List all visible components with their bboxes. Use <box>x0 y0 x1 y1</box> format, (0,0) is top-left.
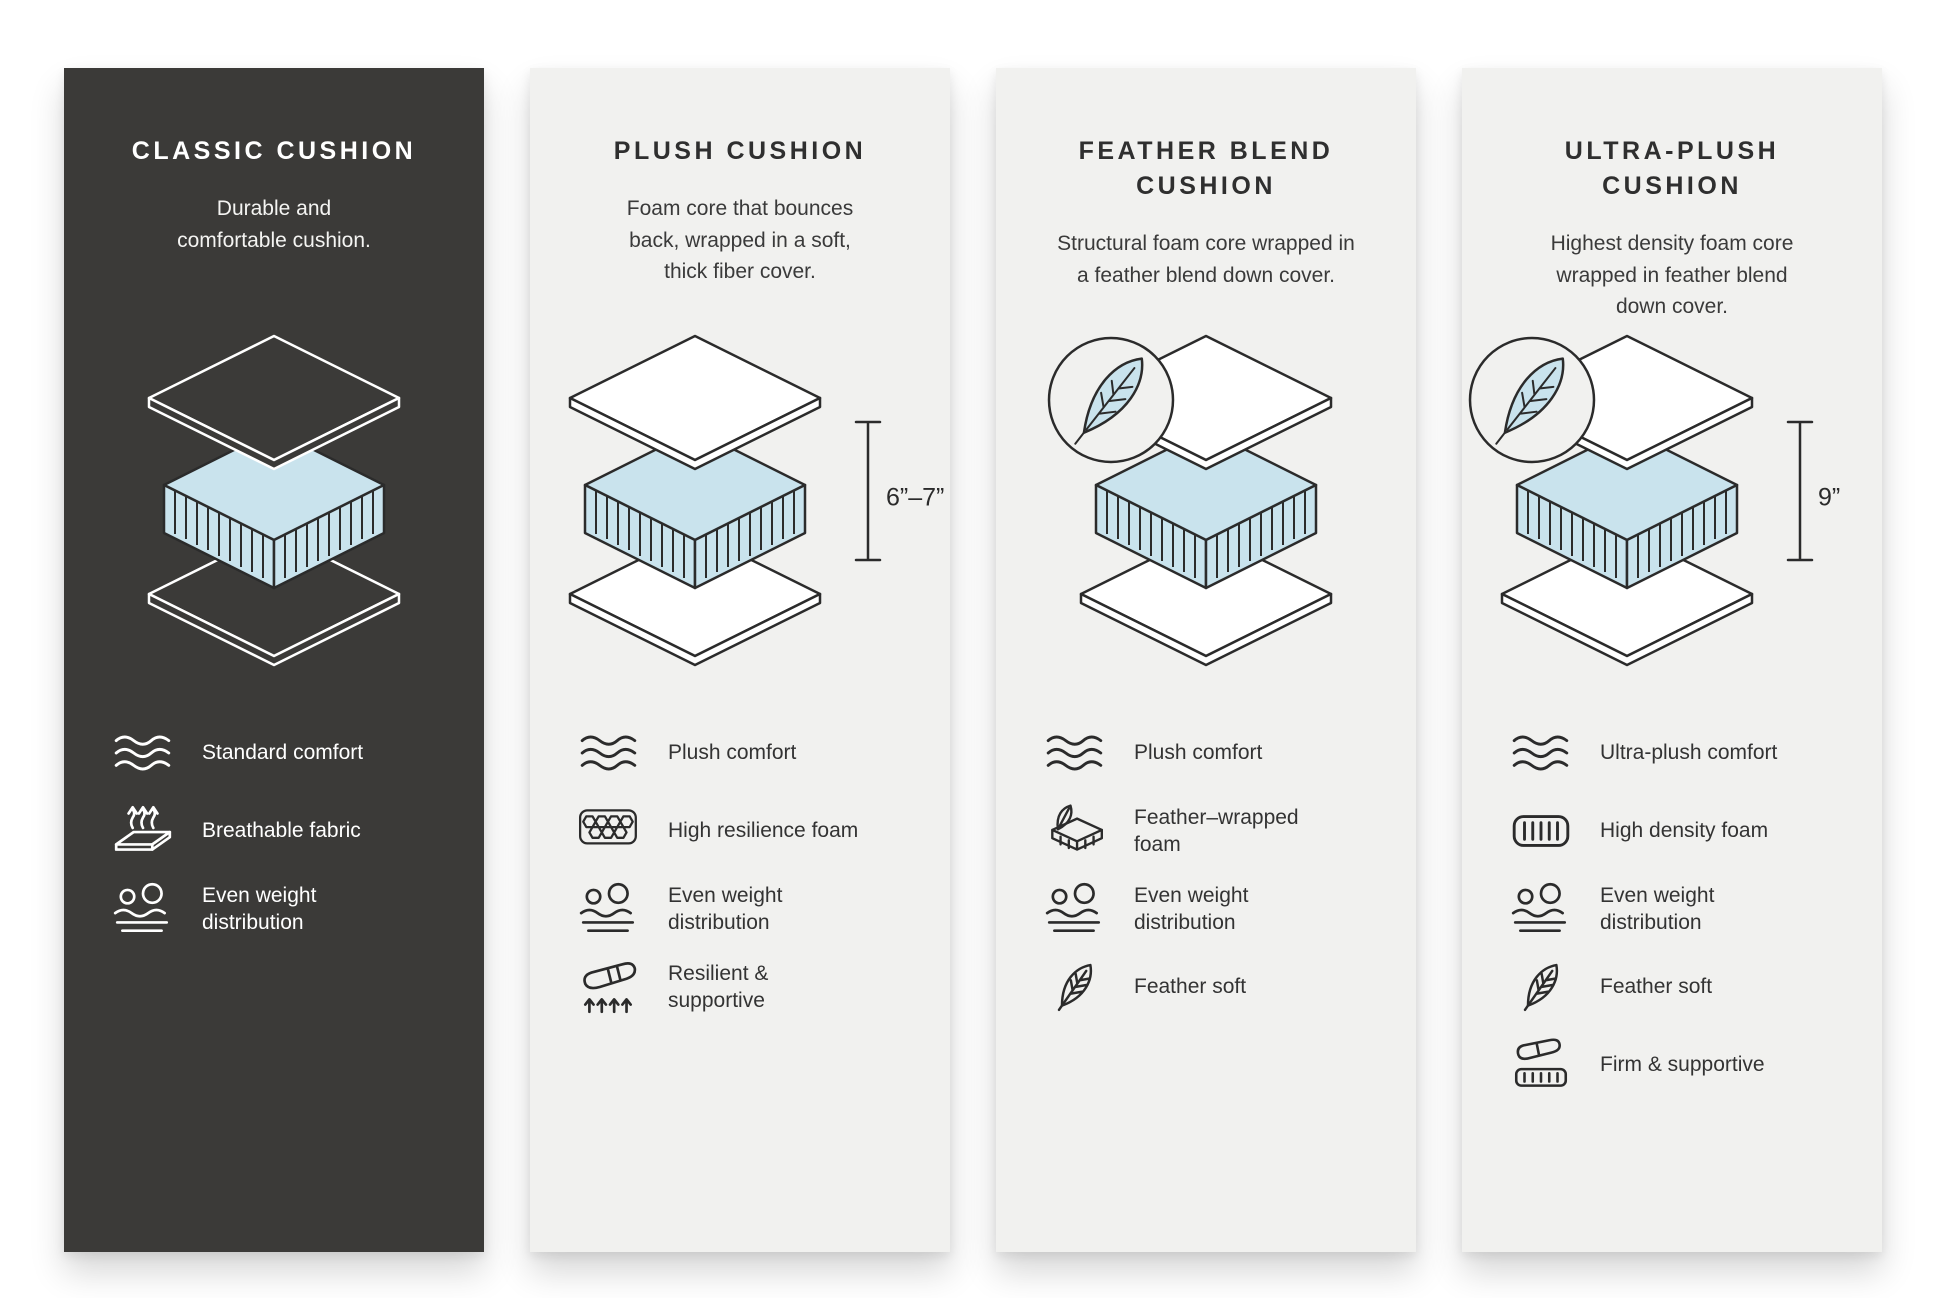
feature-label: Plush comfort <box>1134 741 1263 765</box>
card-description: Highest density foam core wrapped in fea… <box>1550 232 1794 318</box>
even-weight-icon <box>113 882 169 932</box>
feature-row: Feather–wrapped foam <box>1042 802 1370 860</box>
waves-icon <box>1512 735 1569 771</box>
foam-core-layer <box>1515 428 1739 590</box>
card-ultra-plush-cushion: ULTRA-PLUSH CUSHION Highest density foam… <box>1462 68 1882 1252</box>
feather-badge <box>1468 336 1596 464</box>
feature-label: Even weight distribution <box>668 883 783 934</box>
feature-label: Feather–wrapped foam <box>1134 805 1299 856</box>
feature-row: Plush comfort <box>1042 724 1370 782</box>
feature-row: Feather soft <box>1042 958 1370 1016</box>
illustration-area: 9” <box>1462 300 1882 700</box>
feature-label: Breathable fabric <box>202 819 361 843</box>
feature-label: Even weight distribution <box>1134 883 1249 934</box>
cushion-layers-illustration <box>147 334 401 667</box>
bottom-layer <box>568 530 822 667</box>
feature-row: Breathable fabric <box>110 802 438 860</box>
feature-label: Standard comfort <box>202 741 364 765</box>
feature-row: Ultra-plush comfort <box>1508 724 1836 782</box>
feature-row: Even weight distribution <box>1042 880 1370 938</box>
feature-row: Even weight distribution <box>110 880 438 938</box>
feather-icon <box>1050 958 1100 1016</box>
feature-list: Standard comfort Breathable fabric Even … <box>64 700 484 938</box>
cushion-layers-illustration <box>1047 334 1333 667</box>
feature-row: Even weight distribution <box>576 880 904 938</box>
feature-row: High density foam <box>1508 802 1836 860</box>
foam-core-layer <box>583 428 807 590</box>
feather-wrapped-foam-icon <box>1051 802 1103 851</box>
feature-row: Resilient & supportive <box>576 958 904 1016</box>
measurement-label: 6”–7” <box>886 484 944 512</box>
waves-icon <box>580 735 637 771</box>
feature-list: Plush comfort Feather–wrapped foam Even … <box>996 700 1416 1016</box>
feather-badge <box>1047 336 1175 464</box>
card-plush-cushion: PLUSH CUSHION Foam core that bounces bac… <box>530 68 950 1252</box>
feather-icon <box>1516 958 1566 1016</box>
feature-label: Even weight distribution <box>1600 883 1715 934</box>
top-layer <box>147 334 401 471</box>
card-description: Foam core that bounces back, wrapped in … <box>626 197 854 283</box>
feature-label: Even weight distribution <box>202 883 317 934</box>
feature-row: Firm & supportive <box>1508 1036 1836 1094</box>
feature-label: Feather soft <box>1600 975 1713 999</box>
bottom-layer <box>1079 530 1333 667</box>
feature-list: Ultra-plush comfort High density foam Ev… <box>1462 700 1882 1094</box>
foam-core-layer <box>162 428 386 590</box>
card-header: CLASSIC CUSHION Durable and comfortable … <box>64 68 484 300</box>
feature-label: Plush comfort <box>668 741 797 765</box>
feature-row: Standard comfort <box>110 724 438 782</box>
card-classic-cushion: CLASSIC CUSHION Durable and comfortable … <box>64 68 484 1252</box>
foam-core-layer <box>1094 428 1318 590</box>
even-weight-icon <box>579 882 635 932</box>
honeycomb-foam-icon <box>578 809 637 845</box>
cushion-comparison-panel: CLASSIC CUSHION Durable and comfortable … <box>64 68 1882 1252</box>
breathable-fabric-icon <box>114 805 172 851</box>
measurement-label: 9” <box>1818 484 1840 512</box>
even-weight-icon <box>1045 882 1101 932</box>
card-header: PLUSH CUSHION Foam core that bounces bac… <box>530 68 950 300</box>
top-layer <box>568 334 822 471</box>
high-density-foam-icon <box>1512 815 1570 847</box>
feature-label: High density foam <box>1600 819 1769 843</box>
card-feather-blend-cushion: FEATHER BLEND CUSHION Structural foam co… <box>996 68 1416 1252</box>
waves-icon <box>1046 735 1103 771</box>
illustration-area <box>64 300 484 700</box>
height-measurement: 9” <box>1786 420 1840 562</box>
illustration-area <box>996 300 1416 700</box>
feature-row: Even weight distribution <box>1508 880 1836 938</box>
card-description: Durable and comfortable cushion. <box>177 197 371 252</box>
waves-icon <box>114 735 171 771</box>
cushion-layers-illustration: 9” <box>1468 334 1840 667</box>
card-description: Structural foam core wrapped in a feathe… <box>1057 232 1355 287</box>
feature-label: Firm & supportive <box>1600 1053 1765 1077</box>
feature-row: Plush comfort <box>576 724 904 782</box>
feature-label: High resilience foam <box>668 819 859 843</box>
bottom-layer <box>1500 530 1754 667</box>
bottom-layer <box>147 530 401 667</box>
press-support-icon <box>583 962 637 1014</box>
feature-row: Feather soft <box>1508 958 1836 1016</box>
illustration-area: 6”–7” <box>530 300 950 700</box>
card-header: ULTRA-PLUSH CUSHION Highest density foam… <box>1462 68 1882 318</box>
feature-label: Resilient & supportive <box>668 961 769 1012</box>
feature-label: Ultra-plush comfort <box>1600 741 1778 765</box>
feature-label: Feather soft <box>1134 975 1247 999</box>
height-measurement: 6”–7” <box>854 420 944 562</box>
firm-support-icon <box>1514 1038 1568 1087</box>
even-weight-icon <box>1511 882 1567 932</box>
card-title: PLUSH CUSHION <box>613 137 867 165</box>
card-title: ULTRA-PLUSH CUSHION <box>1564 137 1780 200</box>
card-title: CLASSIC CUSHION <box>131 137 417 165</box>
card-header: FEATHER BLEND CUSHION Structural foam co… <box>996 68 1416 300</box>
card-title: FEATHER BLEND CUSHION <box>1078 137 1334 200</box>
cushion-layers-illustration: 6”–7” <box>568 334 944 667</box>
feature-list: Plush comfort High resilience foam Even … <box>530 700 950 1016</box>
feature-row: High resilience foam <box>576 802 904 860</box>
